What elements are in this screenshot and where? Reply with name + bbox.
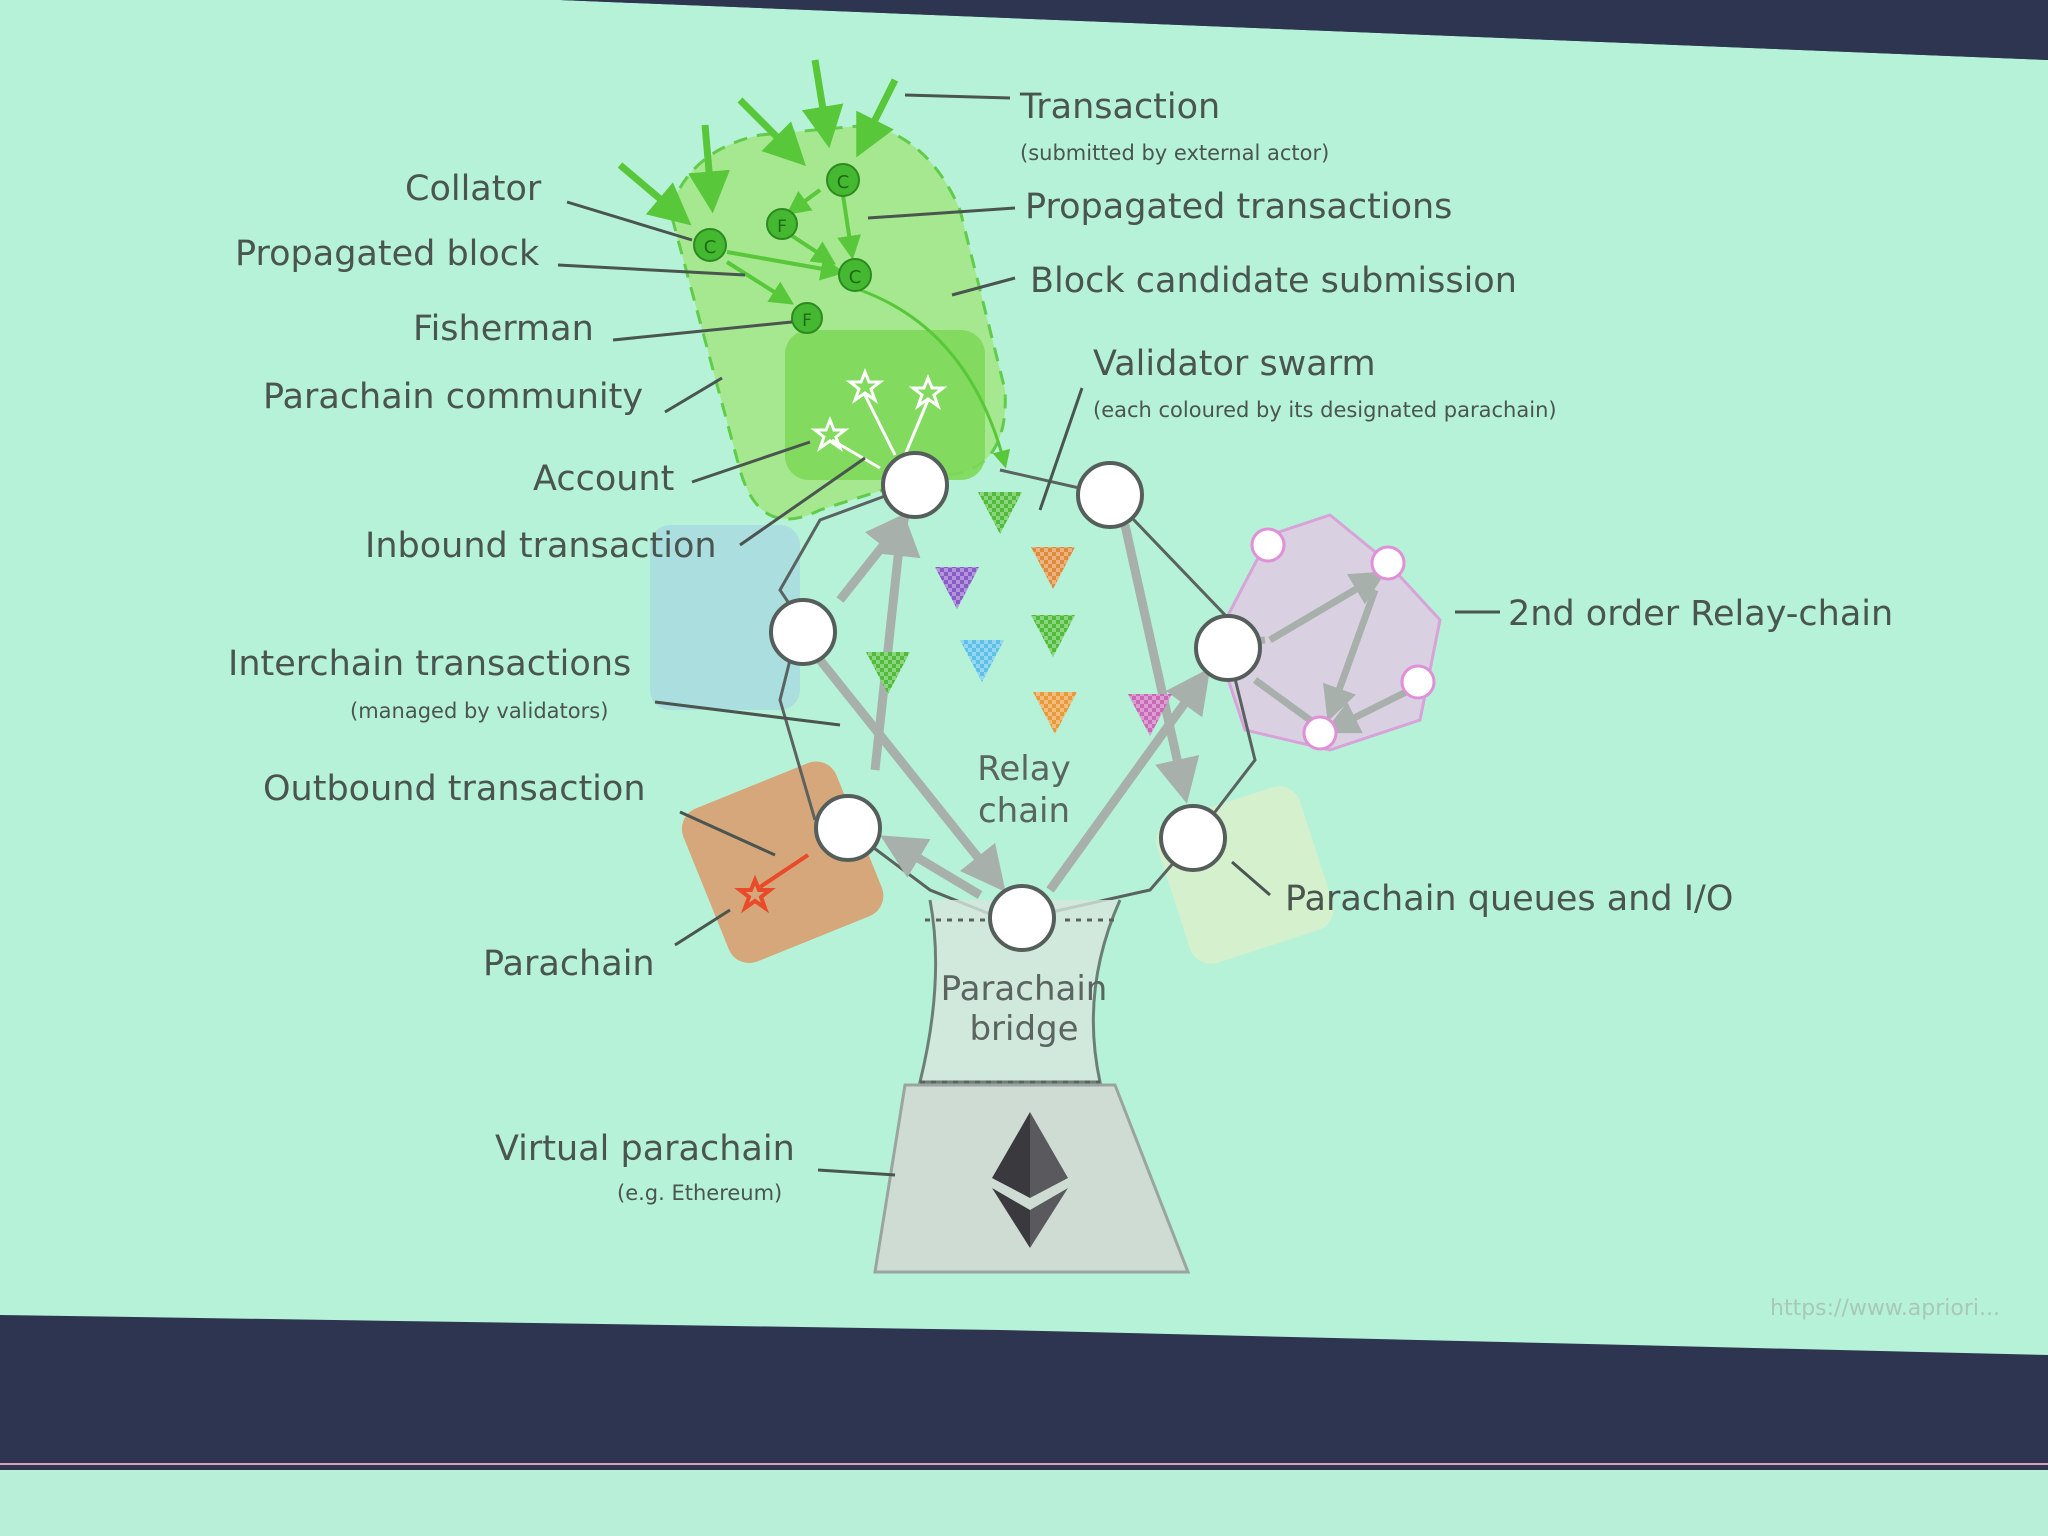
virtual-parachain-note: (e.g. Ethereum) xyxy=(617,1181,782,1205)
lower-screen-strip xyxy=(0,1470,2048,1536)
parachain-bridge-label: bridge xyxy=(969,1009,1078,1049)
propagated-block-label: Propagated block xyxy=(235,234,540,274)
collator-letter: C xyxy=(849,267,862,288)
inbound-parachain-block xyxy=(650,525,800,710)
relay-chain-label: chain xyxy=(978,791,1070,831)
fisherman-label: Fisherman xyxy=(413,309,594,349)
transaction-arrows xyxy=(617,59,899,226)
collator-letter: C xyxy=(837,172,850,193)
validator-nodes xyxy=(769,451,1262,952)
fisherman-node xyxy=(791,302,823,334)
fisherman-letter: F xyxy=(802,311,812,331)
transaction-arrow-icon xyxy=(734,853,810,914)
collator-label: Collator xyxy=(405,169,542,209)
transaction-label: Transaction xyxy=(1019,87,1220,127)
collator-node xyxy=(693,228,727,262)
virtual-parachain-label: Virtual parachain xyxy=(495,1129,795,1169)
screen-top-frame xyxy=(560,0,2048,60)
validator-triangle-pattern xyxy=(1031,547,1075,589)
propagated-transactions-label: Propagated transactions xyxy=(1025,187,1452,227)
second-order-relay-chain-label: 2nd order Relay-chain xyxy=(1508,594,1893,634)
validator-triangle-pattern xyxy=(978,492,1022,534)
outbound-transaction-label: Outbound transaction xyxy=(263,769,646,809)
fisherman-node xyxy=(766,208,798,240)
validator-triangle-pattern xyxy=(866,652,910,694)
collator-node xyxy=(826,163,860,197)
fisherman-letter: F xyxy=(777,217,787,237)
projection-screen xyxy=(0,0,2048,1355)
validator-triangle-pattern xyxy=(960,640,1004,682)
validator-triangle-pattern xyxy=(1128,694,1172,736)
collator-node xyxy=(838,258,872,292)
block-candidate-submission-label: Block candidate submission xyxy=(1030,261,1517,301)
validator-swarm-note: (each coloured by its designated paracha… xyxy=(1093,398,1557,422)
parachain-label: Parachain xyxy=(483,944,655,984)
inbound-transaction-label: Inbound transaction xyxy=(365,526,717,566)
ethereum-icon xyxy=(992,1112,1068,1248)
leader-lines xyxy=(557,93,1500,1177)
parachain-queues-label: Parachain queues and I/O xyxy=(1285,879,1733,919)
parachain-bridge-label: Parachain xyxy=(941,969,1108,1009)
validator-swarm-label: Validator swarm xyxy=(1093,344,1376,384)
interchain-transactions-label: Interchain transactions xyxy=(228,644,631,684)
parachain-community-label: Parachain community xyxy=(263,377,643,417)
account-icons xyxy=(810,367,948,470)
validator-swarm xyxy=(866,492,1172,736)
collator-letter: C xyxy=(704,237,717,258)
account-label: Account xyxy=(533,459,674,499)
parachain-bridge xyxy=(918,899,1122,1084)
validator-triangle-pattern xyxy=(1033,692,1077,734)
validator-triangle-pattern xyxy=(935,567,979,609)
validator-triangle-pattern xyxy=(1031,615,1075,657)
relay-chain-label: Relay xyxy=(977,749,1070,789)
block-candidate-path xyxy=(859,288,1011,469)
footer-url: https://www.apriori... xyxy=(1770,1296,2000,1321)
second-order-relay-chain xyxy=(1213,513,1442,752)
interchain-transactions-note: (managed by validators) xyxy=(350,699,608,723)
transaction-note: (submitted by external actor) xyxy=(1020,141,1329,165)
interchain-transaction-arrows xyxy=(816,510,1211,899)
screen-bottom-frame xyxy=(0,1318,2048,1462)
